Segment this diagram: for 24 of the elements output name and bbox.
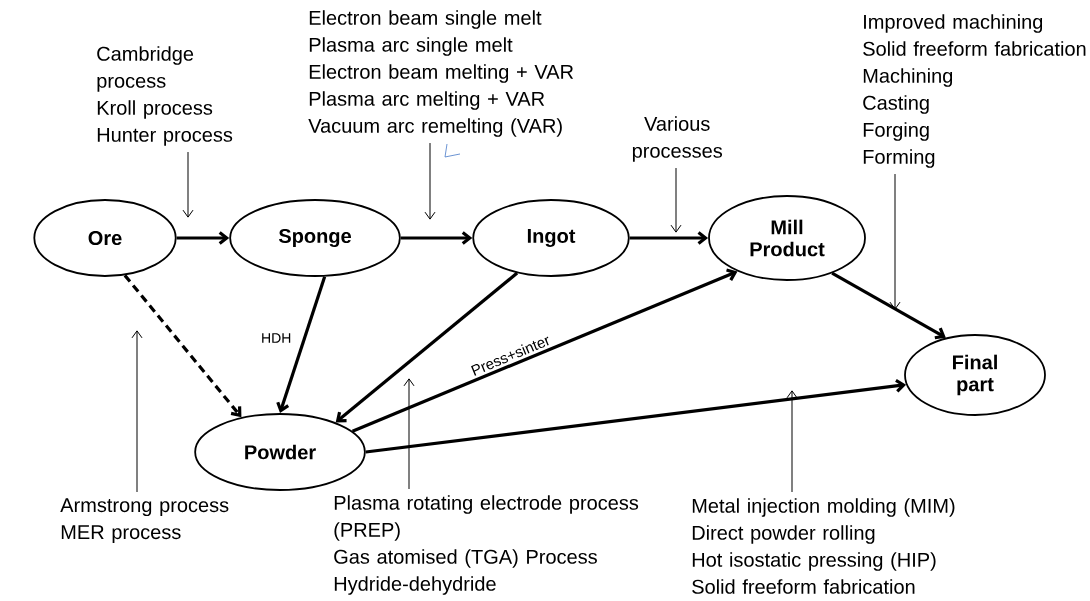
process-list: Improved machining Solid freeform fabrication Machining Casting Forging Forming (863, 14, 1086, 168)
leader-arrow (424, 142, 436, 220)
process-list: Electron beam single melt Plasma arc single melt Electron beam melting + VAR Plasma arc melting + VAR Vacuum arc remelting (VAR) (308, 10, 574, 137)
leader-arrow (403, 378, 415, 490)
process-list: Metal injection molding (MIM) Direct powder rolling Hot isostatic pressing (HIP) Solid freeform fabrication (692, 498, 955, 594)
leader-arrow (786, 390, 798, 493)
arrow (831, 271, 946, 340)
arrow (400, 231, 473, 245)
arrow (365, 379, 907, 454)
process-list: Armstrong process MER process (60, 498, 229, 544)
leader-arrow (182, 151, 194, 218)
process-list: Cambridge process Kroll process Hunter process (97, 46, 233, 146)
leader-arrow (889, 173, 901, 310)
arrow (176, 231, 230, 245)
arrow (351, 268, 738, 433)
edge-label: HDH (260, 332, 293, 344)
leader-arrow (131, 330, 143, 493)
process-list: Various processes (632, 116, 723, 162)
leader-arrow (670, 167, 682, 233)
process-list: Plasma rotating electrode process (PREP) Gas atomised (TGA) Process Hydride-dehydride (334, 495, 639, 595)
arrow (123, 274, 242, 418)
arrow (276, 276, 327, 414)
arrow (629, 231, 709, 245)
arrow (335, 271, 519, 423)
